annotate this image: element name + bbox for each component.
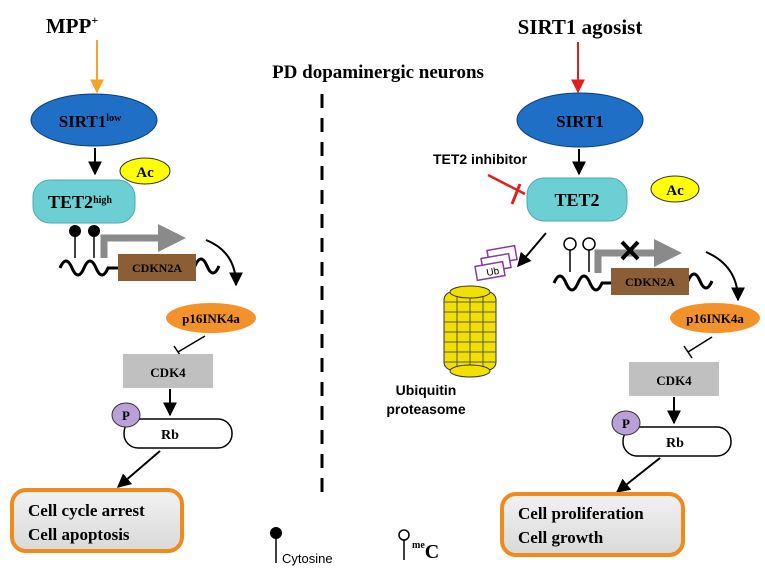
cdk4-label-left: CDK4 bbox=[150, 365, 186, 380]
p-label-left: P bbox=[122, 408, 130, 423]
ac-badge-left bbox=[119, 157, 171, 185]
blocked-transcription-icon bbox=[620, 240, 640, 261]
p-badge-right bbox=[611, 410, 641, 436]
left-panel: MPP+ SIRT1low Ac TET2high CDKN2A p16INK4… bbox=[10, 13, 256, 553]
proteasome-label-line1: Ubiquitin bbox=[396, 382, 457, 398]
p16-node-right bbox=[670, 303, 760, 333]
tet2-inhibitor-label: TET2 inhibitor bbox=[433, 151, 528, 167]
cytosine-mark-left-1 bbox=[69, 225, 81, 237]
p16-label-left: p16INK4a bbox=[182, 311, 240, 326]
mec-mark-right-2 bbox=[582, 237, 596, 251]
ac-badge-right bbox=[650, 175, 700, 203]
rb-node-right bbox=[622, 426, 732, 457]
right-panel: SIRT1 agosist SIRT1 TET2 inhibitor TET2 … bbox=[386, 15, 760, 557]
dna-coil-left bbox=[58, 259, 120, 277]
sirt1-agonist-label: SIRT1 agosist bbox=[518, 15, 643, 39]
rb-node-left bbox=[123, 418, 233, 449]
sirt1-low-label: SIRT1low bbox=[59, 112, 122, 131]
transcription-arrow-left bbox=[100, 224, 186, 258]
tet2-high-label: TET2high bbox=[48, 192, 112, 212]
outcome-box-left bbox=[10, 488, 184, 553]
cdk4-label-right: CDK4 bbox=[656, 373, 692, 388]
p16-inhibit-bar-right bbox=[683, 345, 693, 359]
ub-tag-1 bbox=[474, 260, 506, 282]
p16-node-left bbox=[166, 303, 256, 333]
diagram-title: PD dopaminergic neurons bbox=[272, 62, 484, 83]
outcome-left-line2: Cell apoptosis bbox=[28, 525, 130, 544]
cdkn2a-gene-left bbox=[118, 254, 196, 281]
legend-mec-label: meC bbox=[412, 540, 439, 563]
dna-coil-left-end bbox=[193, 257, 221, 275]
p-label-right: P bbox=[622, 416, 630, 431]
sirt1-node-right bbox=[516, 92, 644, 148]
ac-label-left: Ac bbox=[136, 165, 154, 181]
tet2-to-proteasome-arrow bbox=[517, 232, 547, 268]
tet2-high-node bbox=[32, 179, 136, 224]
mec-mark-right-1 bbox=[563, 237, 577, 251]
mpp-label: MPP+ bbox=[46, 13, 98, 38]
tet2-node-right bbox=[526, 177, 628, 222]
outcome-left-line1: Cell cycle arrest bbox=[28, 501, 145, 520]
dna-coil-right bbox=[552, 274, 615, 292]
outcome-box-right bbox=[500, 492, 685, 557]
cdk4-node-left bbox=[123, 354, 213, 388]
cdkn2a-label-right: CDKN2A bbox=[625, 275, 675, 289]
outcome-right-line1: Cell proliferation bbox=[518, 504, 644, 523]
rb-to-outcome-arrow-right bbox=[615, 457, 661, 493]
legend-cytosine-label: Cytosine bbox=[282, 551, 333, 566]
p-badge-left bbox=[111, 402, 141, 428]
dna-coil-right-end bbox=[686, 272, 714, 290]
cytosine-mark-left-2 bbox=[88, 225, 100, 237]
expression-arrow-right bbox=[705, 251, 745, 302]
cdkn2a-label-left: CDKN2A bbox=[132, 261, 182, 275]
p16-inhibits-cdk4-right bbox=[687, 336, 713, 353]
proteasome-label-line2: proteasome bbox=[386, 401, 466, 417]
transcription-arrow-right bbox=[594, 239, 682, 273]
ub-label: Ub bbox=[486, 266, 501, 279]
tet2-label-right: TET2 bbox=[554, 190, 599, 210]
expression-arrow-left bbox=[205, 239, 243, 287]
rb-label-right: Rb bbox=[666, 436, 684, 451]
rb-label-left: Rb bbox=[161, 428, 179, 443]
legend-mec-icon bbox=[398, 529, 410, 541]
sirt1-low-node bbox=[30, 93, 158, 147]
outcome-right-line2: Cell growth bbox=[518, 528, 604, 547]
legend-cytosine-icon bbox=[270, 527, 282, 539]
ac-label-right: Ac bbox=[666, 183, 684, 199]
p16-label-right: p16INK4a bbox=[686, 311, 744, 326]
sirt1-label-right: SIRT1 bbox=[556, 112, 604, 131]
cdk4-node-right bbox=[629, 362, 719, 396]
rb-to-outcome-arrow-left bbox=[116, 450, 161, 488]
legend: Cytosine meC bbox=[270, 527, 439, 566]
p16-inhibits-cdk4-left bbox=[177, 335, 206, 353]
cdkn2a-gene-right bbox=[611, 268, 689, 295]
inhibitor-bar bbox=[510, 183, 522, 205]
ubiquitin-proteasome-icon bbox=[443, 285, 497, 378]
